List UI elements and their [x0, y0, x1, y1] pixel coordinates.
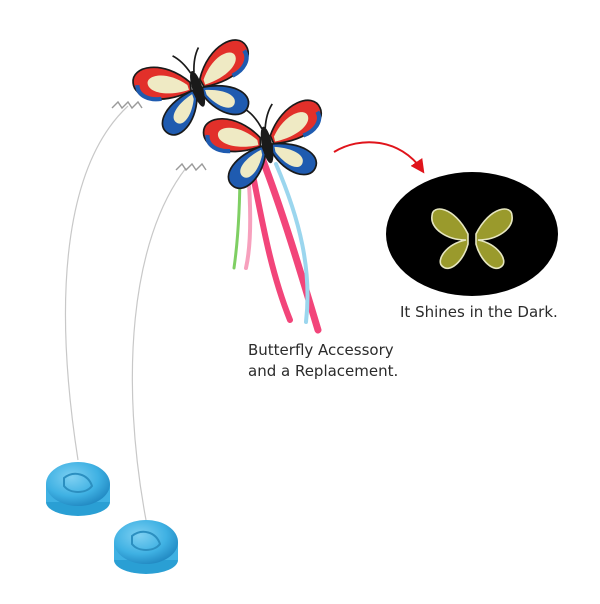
wire-back [64, 105, 129, 461]
spring-front [175, 162, 207, 172]
accessory-caption-line1: Butterfly Accessory [248, 341, 394, 359]
spring-back [111, 100, 143, 110]
glow-caption: It Shines in the Dark. [400, 303, 558, 321]
glow-panel [386, 172, 558, 296]
accessory-caption: Butterfly Accessory and a Replacement. [248, 340, 448, 382]
curved-arrow-icon [333, 141, 425, 174]
accessory-caption-line2: and a Replacement. [248, 362, 399, 380]
wire-front [131, 167, 187, 521]
spring-base-icon [114, 520, 178, 574]
glowing-butterfly-icon [431, 208, 513, 269]
spring-base-icon [46, 462, 110, 516]
